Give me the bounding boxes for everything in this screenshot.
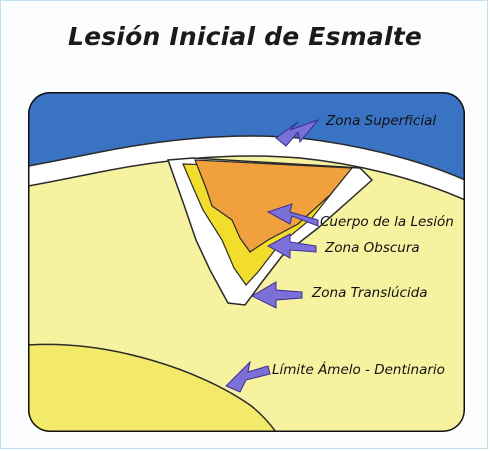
lesion-body <box>194 159 354 253</box>
arrow-limit <box>225 360 271 393</box>
label-translucent-zone: Zona Translúcida <box>312 285 428 301</box>
figure-title: Lesión Inicial de Esmalte <box>67 22 423 51</box>
label-amelodentinal-limit: Límite Ámelo - Dentinario <box>272 362 445 378</box>
label-surface-zone: Zona Superficial <box>326 113 437 129</box>
arrow-body <box>266 203 319 227</box>
dentin-region <box>28 343 278 432</box>
arrow-translucent <box>250 281 303 309</box>
surface-zone <box>28 135 465 202</box>
arrow-dark <box>266 233 317 259</box>
label-dark-zone: Zona Obscura <box>325 240 420 256</box>
label-lesion-body: Cuerpo de la Lesión <box>320 214 454 230</box>
arrow-surface <box>275 118 320 147</box>
outside-region <box>28 92 465 180</box>
